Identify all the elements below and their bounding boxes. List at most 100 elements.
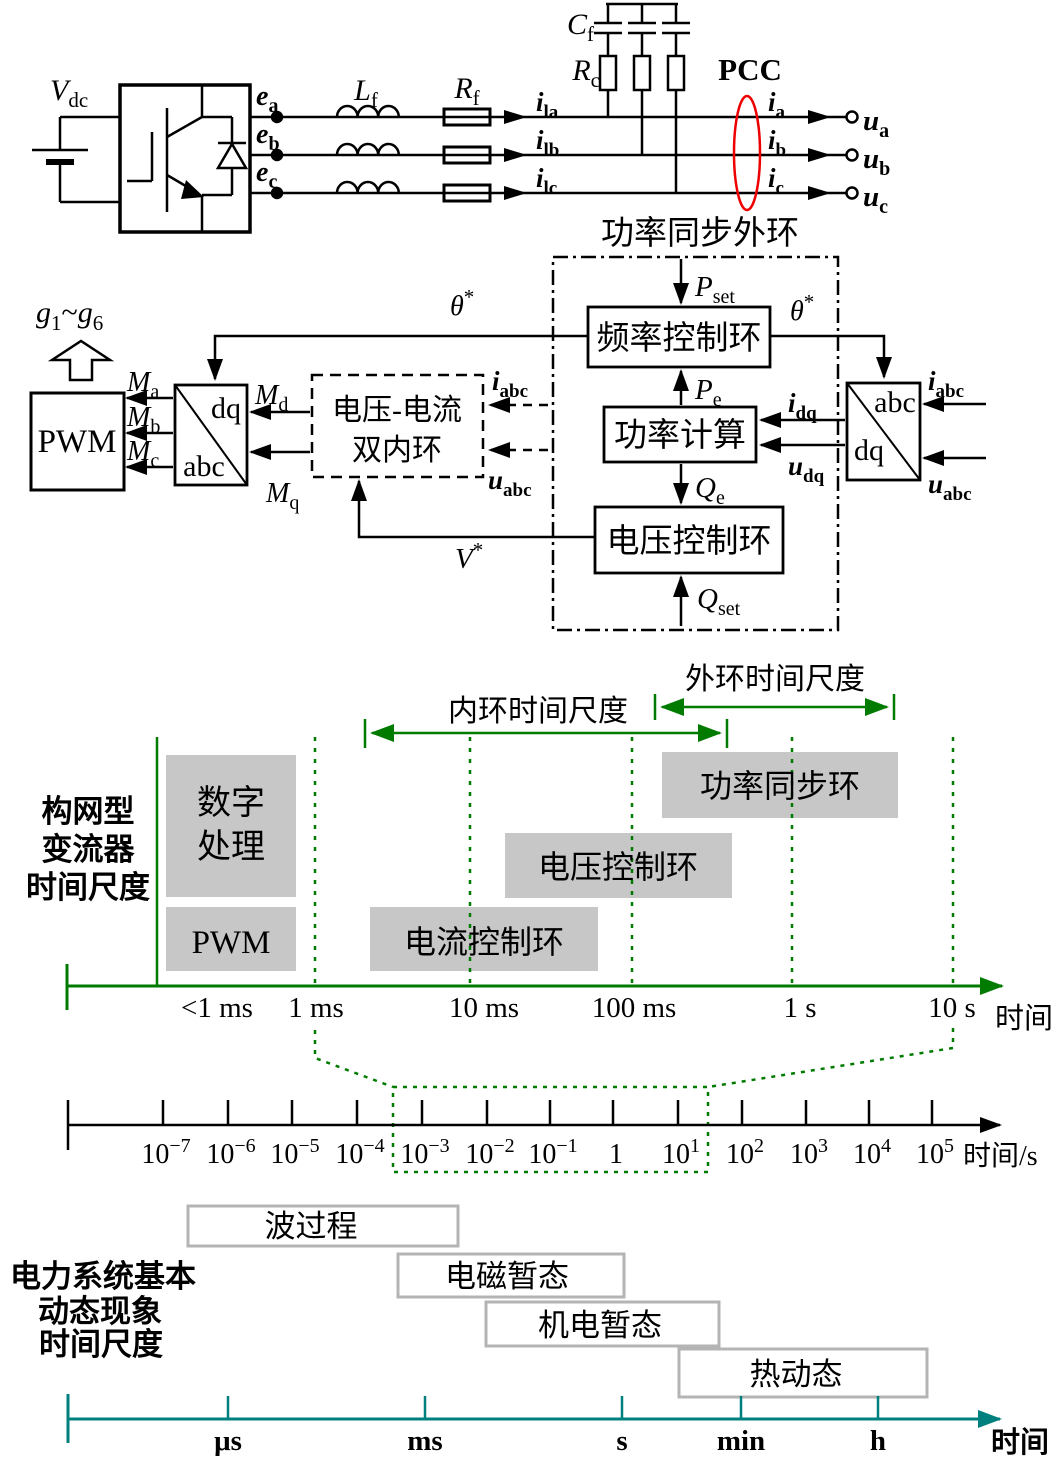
volt-loop-box <box>593 505 785 575</box>
log-label-1e4: 104 <box>853 1135 891 1170</box>
log-label-1e-3: 10−3 <box>400 1135 449 1170</box>
diode-symbol <box>202 115 249 197</box>
label-pe: Pe <box>694 374 722 411</box>
log-axis-title: 时间/s <box>963 1140 1038 1172</box>
filter-capacitor-branch <box>594 2 690 193</box>
box-pwm-gray <box>166 907 296 971</box>
map-diag-left <box>313 1030 394 1089</box>
inverter-bridge <box>118 83 252 234</box>
theta-left-path <box>207 334 588 381</box>
control-diagram <box>29 255 986 632</box>
abc-dq-right-block <box>845 381 922 482</box>
system-tick-label-s: s <box>616 1425 627 1457</box>
vref-path <box>351 479 595 539</box>
terminal-c <box>845 186 859 200</box>
node-dot-c <box>270 186 284 200</box>
node-dot-a <box>270 110 284 124</box>
dq-abc-left-block <box>173 383 249 487</box>
box-digital <box>166 755 296 897</box>
label-vref: V* <box>455 538 483 575</box>
dual-loop-dashed-box <box>310 373 485 479</box>
label-idq: idq <box>788 388 817 424</box>
label-dq-left: dq <box>211 392 241 425</box>
label-lf: Lf <box>353 74 378 112</box>
box-digital-label-1: 数字 <box>197 784 265 822</box>
outer-loop-span-label: 外环时间尺度 <box>685 663 865 696</box>
label-theta-left: θ* <box>450 285 474 322</box>
log-label-1e2: 102 <box>726 1135 764 1170</box>
converter-side-label-3: 时间尺度 <box>26 870 150 905</box>
pcc-ellipse <box>732 94 762 212</box>
log-label-1e3: 103 <box>790 1135 828 1170</box>
theta-right-path <box>770 334 892 379</box>
label-mq: Mq <box>265 478 299 514</box>
box-current-loop <box>370 907 598 971</box>
label-e-a: ea <box>256 81 278 117</box>
converter-side-label-2: 变流器 <box>42 832 136 867</box>
label-dual-loop-l1: 电压-电流 <box>332 394 462 427</box>
label-vdc: Vdc <box>50 74 88 112</box>
system-tick-label-min: min <box>717 1425 765 1457</box>
log-label-1e-7: 10−7 <box>141 1135 190 1170</box>
power-system-section: 电力系统基本 动态现象 时间尺度 波过程 电磁暂态 机电暂态 热动态 μs ms… <box>10 1204 1049 1459</box>
outer-loop-dashdot-box <box>551 255 840 632</box>
box-power-sync-label: 功率同步环 <box>700 768 860 804</box>
label-volt-loop: 电压控制环 <box>607 523 772 560</box>
label-i-lb: ilb <box>536 125 559 161</box>
converter-tick-1s: 1 s <box>783 992 816 1024</box>
resistor-rf-c <box>442 183 492 203</box>
label-md: Md <box>254 380 288 416</box>
system-side-label-3: 时间尺度 <box>39 1327 163 1362</box>
system-axis-title: 时间 <box>991 1426 1049 1457</box>
box-pwm-label: PWM <box>192 925 271 961</box>
box-wave-process <box>186 1204 460 1248</box>
system-tick-label-us: μs <box>214 1425 242 1457</box>
label-iabc-left: iabc <box>492 366 528 402</box>
label-i-b: ib <box>768 125 786 161</box>
converter-tick-10ms: 10 ms <box>449 992 519 1024</box>
terminal-a <box>845 110 859 124</box>
output-arrow-b <box>808 148 831 162</box>
label-i-a: ia <box>768 87 786 123</box>
log-label-1e-5: 10−5 <box>270 1135 319 1170</box>
current-arrow-c <box>504 186 527 200</box>
system-tick-label-h: h <box>870 1425 886 1457</box>
dc-source <box>32 115 120 204</box>
inductor-a <box>335 104 401 118</box>
label-qe: Qe <box>695 472 725 509</box>
label-dq-right: dq <box>854 434 884 467</box>
system-tick-label-ms: ms <box>407 1425 442 1457</box>
label-cf: Cf <box>567 8 594 46</box>
converter-side-label-1: 构网型 <box>42 794 135 829</box>
label-rf: Rf <box>453 72 479 110</box>
inner-loop-span-label: 内环时间尺度 <box>448 695 628 728</box>
label-abc-left: abc <box>183 450 225 483</box>
label-udq: udq <box>788 451 825 487</box>
output-arrow-a <box>808 110 831 124</box>
inductor-b <box>335 142 401 156</box>
log-label-1e-6: 10−6 <box>206 1135 255 1170</box>
label-abc-right: abc <box>874 386 916 419</box>
converter-timescale-section: 构网型 变流器 时间尺度 内环时间尺度 外环时间尺度 数字 处理 PWM 电流控… <box>26 663 1053 1035</box>
box-wave-process-label: 波过程 <box>265 1209 358 1244</box>
box-em-transient <box>396 1252 626 1299</box>
outer-loop-title: 功率同步外环 <box>601 215 799 252</box>
label-iabc-right: iabc <box>928 366 964 402</box>
label-e-c: ec <box>256 157 277 193</box>
label-ma: Ma <box>126 367 159 403</box>
label-u-c: uc <box>863 181 888 218</box>
converter-axis-title: 时间 <box>995 1002 1053 1035</box>
box-electromech-transient-label: 机电暂态 <box>538 1308 662 1343</box>
outer-loop-span-arrow <box>653 694 896 720</box>
label-mb: Mb <box>126 402 160 438</box>
igbt-symbol <box>127 85 204 232</box>
map-diag-right <box>707 1028 955 1089</box>
box-thermal <box>677 1347 929 1399</box>
log-label-1e-1: 10−1 <box>528 1135 577 1170</box>
label-uabc-left: uabc <box>488 465 532 501</box>
label-pwm: PWM <box>38 424 117 460</box>
current-arrow-b <box>504 148 527 162</box>
label-i-c: ic <box>768 163 784 199</box>
